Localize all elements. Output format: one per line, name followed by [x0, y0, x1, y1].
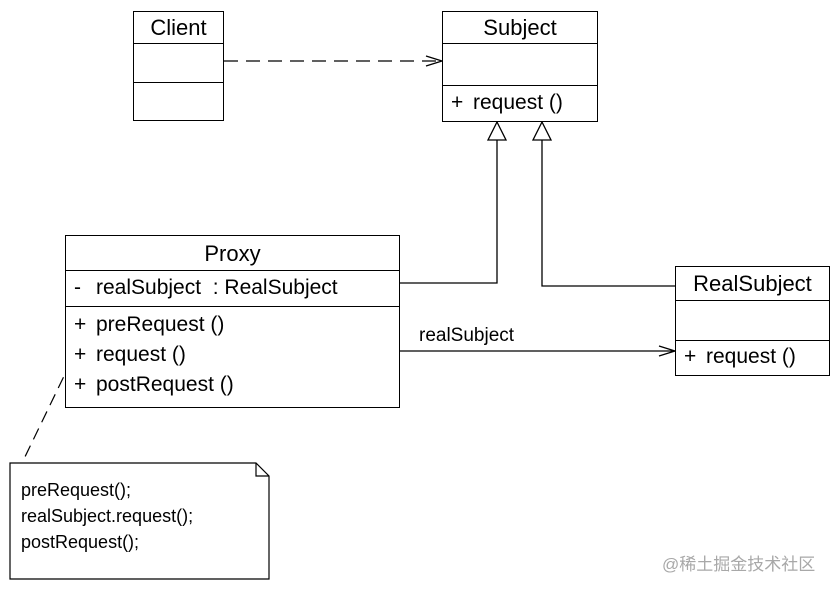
class-name: Proxy: [66, 236, 399, 271]
note-line: realSubject.request();: [21, 506, 194, 526]
operations-compartment: + request (): [443, 86, 597, 118]
operation: + request (): [676, 342, 829, 372]
class-realsubject: RealSubject + request (): [675, 266, 830, 376]
class-name: RealSubject: [676, 267, 829, 301]
visibility-marker: +: [74, 343, 87, 366]
realsubject-generalization: [542, 122, 675, 287]
visibility-marker: +: [684, 345, 697, 368]
operation-name: request (): [96, 343, 186, 366]
operation-name: postRequest (): [96, 373, 234, 396]
operations-compartment: [134, 83, 223, 120]
attributes-compartment: [443, 44, 597, 86]
visibility-marker: -: [74, 276, 81, 299]
attribute-name: realSubject : RealSubject: [96, 276, 338, 299]
note: preRequest(); realSubject.request(); pos…: [21, 477, 193, 555]
operations-compartment: + request (): [676, 341, 829, 372]
attributes-compartment: [134, 44, 223, 83]
class-proxy: Proxy -realSubject : RealSubject + preReq…: [65, 235, 400, 408]
visibility-marker: +: [74, 313, 87, 336]
class-client: Client: [133, 11, 224, 121]
operation: + request (): [66, 340, 399, 370]
note-fold: [255, 463, 269, 477]
operation: + preRequest (): [66, 310, 399, 340]
operation-name: request (): [473, 91, 563, 114]
attributes-compartment: [676, 301, 829, 341]
attributes-compartment: -realSubject : RealSubject: [66, 271, 399, 307]
operation-name: request (): [706, 345, 796, 368]
class-name: Client: [134, 12, 223, 44]
operations-compartment: + preRequest () + request () + postRequest …: [66, 307, 399, 400]
association-label: realSubject: [419, 325, 515, 346]
operation-name: preRequest (): [96, 313, 225, 336]
note-line: postRequest();: [21, 532, 140, 552]
operation: + postRequest (): [66, 370, 399, 400]
note-line: preRequest();: [21, 480, 132, 500]
proxy-generalization: [399, 122, 497, 284]
operation: + request (): [443, 88, 597, 118]
note-shape: [9, 462, 270, 580]
visibility-marker: +: [451, 91, 464, 114]
watermark: @稀土掘金技术社区: [662, 555, 816, 574]
class-name: Subject: [443, 12, 597, 44]
attribute: -realSubject : RealSubject: [66, 273, 399, 303]
class-subject: Subject + request (): [442, 11, 598, 122]
visibility-marker: +: [74, 373, 87, 396]
